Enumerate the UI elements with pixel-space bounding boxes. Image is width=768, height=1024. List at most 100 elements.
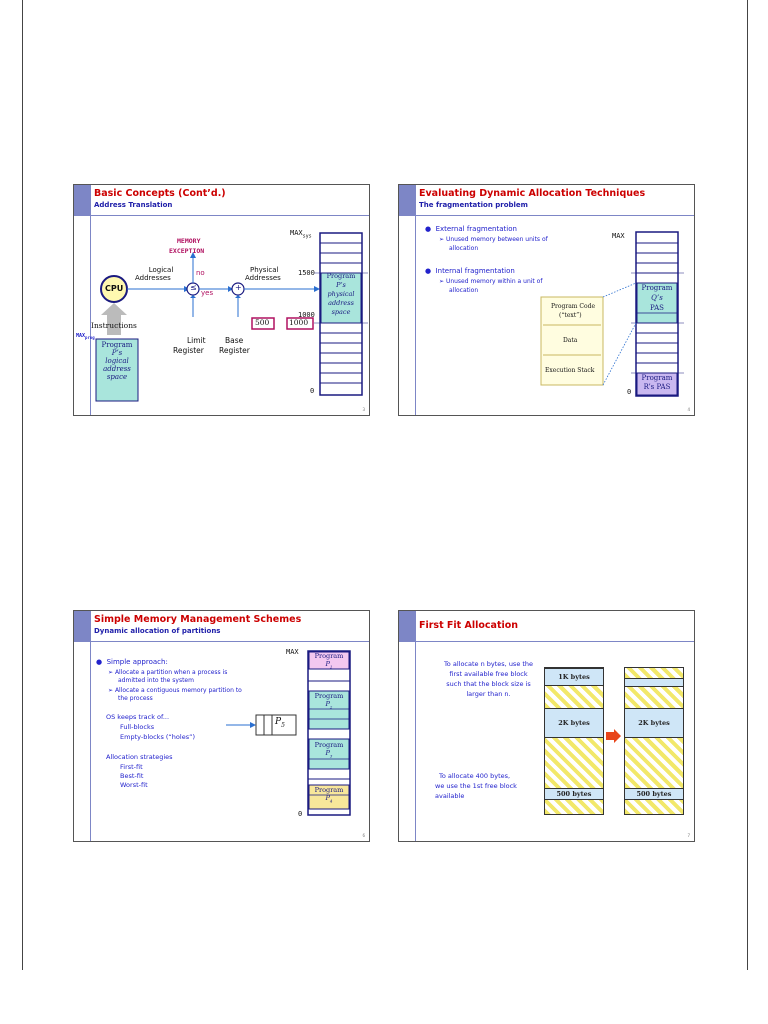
segment-program-code: Program Code <box>551 303 595 310</box>
max-sys-label: MAXsys <box>290 229 312 240</box>
p3-text: Program P3 <box>314 741 344 759</box>
strategy-worst-fit: Worst-fit <box>120 781 148 789</box>
p5-label: P5 <box>275 717 285 729</box>
zero-label: 0 <box>298 810 303 818</box>
program-p-logical-space <box>95 338 139 402</box>
addr-1500-label: 1500 <box>298 269 315 277</box>
slide-fragmentation: Evaluating Dynamic Allocation Techniques… <box>398 184 695 416</box>
sub-allocate-2b: the process <box>118 695 153 702</box>
internal-sub-2: allocation <box>449 287 479 294</box>
base-register-label-2: Register <box>219 346 250 355</box>
base-register-label-1: Base <box>225 336 244 345</box>
free-block-1-after <box>625 686 683 708</box>
strategy-first-fit: First-fit <box>120 763 143 771</box>
slide-page-number: 3 <box>362 407 365 412</box>
remaining-free-1 <box>625 668 683 678</box>
partition-p1 <box>308 651 350 670</box>
allocated-400-bytes <box>625 678 683 686</box>
max-prog-label: MAXprog <box>76 333 95 340</box>
free-block-1 <box>545 686 603 708</box>
strategy-best-fit: Best-fit <box>120 772 144 780</box>
sub-allocate-2a: ➢ Allocate a contiguous memory partition… <box>108 687 242 694</box>
yes-label: yes <box>201 289 214 297</box>
segment-box <box>540 296 604 386</box>
plus-symbol: + <box>235 283 242 292</box>
block-500-used: 500 bytes <box>545 788 603 800</box>
slide-subtitle: Dynamic allocation of partitions <box>94 627 221 635</box>
limit-register-value: 500 <box>255 318 270 327</box>
os-keeps-track: OS keeps track of... <box>106 713 170 721</box>
page-frame <box>22 0 748 970</box>
max-label: MAX <box>612 232 625 240</box>
empty-blocks: Empty-blocks (“holes”) <box>120 733 195 741</box>
grey-up-arrow <box>101 303 127 335</box>
logical-addresses-label-2: Addresses <box>135 274 171 282</box>
block-2k-used: 2K bytes <box>545 708 603 738</box>
slide-memory-schemes: Simple Memory Management Schemes Dynamic… <box>73 610 370 842</box>
partition-diagram <box>226 650 351 816</box>
full-blocks: Full-blocks <box>120 723 155 731</box>
p2-text: Program P2 <box>314 692 344 710</box>
memory-exception-label-2: EXCEPTION <box>169 247 205 255</box>
block-500-used-after: 500 bytes <box>625 788 683 800</box>
block-1k-used: 1K bytes <box>545 668 603 686</box>
slide-sidebar <box>74 185 91 415</box>
segment-text: (“text”) <box>559 312 582 319</box>
cpu-label: CPU <box>105 284 124 293</box>
addr-0-label: 0 <box>310 387 315 395</box>
program-p-physical-text: Program P’s physical address space <box>326 272 356 316</box>
base-register-value: 1000 <box>289 318 309 327</box>
slide-sidebar <box>399 611 416 841</box>
slide-sidebar <box>74 611 91 841</box>
partition-p2 <box>308 690 350 730</box>
slide-first-fit: First Fit Allocation To allocate n bytes… <box>398 610 695 842</box>
p5-queue <box>255 714 297 736</box>
program-q-pas <box>636 282 678 324</box>
slide-page-number: 7 <box>687 833 690 838</box>
slide-subtitle: Address Translation <box>94 201 173 209</box>
free-block-3 <box>545 800 603 814</box>
bullet-internal-fragmentation: ● Internal fragmentation <box>425 267 515 275</box>
slide-title: Simple Memory Management Schemes <box>94 614 302 625</box>
slide-page-number: 6 <box>362 833 365 838</box>
internal-sub-1: ➢ Unused memory within a unit of <box>439 278 543 285</box>
free-block-2-after <box>625 738 683 788</box>
external-sub-1: ➢ Unused memory between units of <box>439 236 548 243</box>
limit-register-label-1: Limit <box>187 336 206 345</box>
first-fit-description: To allocate n bytes, use the first avail… <box>443 660 534 698</box>
physical-addresses-label-2: Addresses <box>245 274 281 282</box>
max-label: MAX <box>286 648 299 656</box>
slide-title: Basic Concepts (Cont’d.) <box>94 188 226 199</box>
compare-symbol: ≤ <box>190 283 197 292</box>
memory-before: 1K bytes 2K bytes 500 bytes <box>544 667 604 815</box>
segment-data: Data <box>563 337 578 344</box>
p4-text: Program P4 <box>314 786 344 804</box>
logical-addresses-label-1: Logical <box>148 266 174 274</box>
fragmentation-diagram <box>540 231 684 397</box>
right-arrow-icon <box>606 729 621 743</box>
address-translation-diagram <box>95 232 368 402</box>
segment-execution-stack: Execution Stack <box>545 367 595 374</box>
slide-sidebar <box>399 185 416 415</box>
physical-addresses-label-1: Physical <box>250 266 279 274</box>
limit-register-label-2: Register <box>173 346 204 355</box>
slide-address-translation: Basic Concepts (Cont’d.) Address Transla… <box>73 184 370 416</box>
program-r-text: Program R’s PAS <box>641 374 673 391</box>
memory-after: 2K bytes 500 bytes <box>624 667 684 815</box>
no-label: no <box>196 269 205 277</box>
slide-title: Evaluating Dynamic Allocation Techniques <box>419 188 646 199</box>
p1-text: Program P1 <box>314 652 344 670</box>
memory-exception-label-1: MEMORY <box>177 237 201 245</box>
allocation-strategies: Allocation strategies <box>106 753 173 761</box>
addr-1000-label: 1000 <box>298 311 315 319</box>
program-q-text: Program Q’s PAS <box>641 284 673 312</box>
sub-allocate-1b: admitted into the system <box>118 677 194 684</box>
partition-p4 <box>308 784 350 810</box>
program-p-logical-text: Program P’s logical address space <box>101 341 133 381</box>
bullet-external-fragmentation: ● External fragmentation <box>425 225 517 233</box>
free-block-3-after <box>625 800 683 814</box>
free-block-2 <box>545 738 603 788</box>
slide-subtitle: The fragmentation problem <box>419 201 528 209</box>
instructions-label: Instructions <box>91 321 137 330</box>
slide-title: First Fit Allocation <box>419 620 519 631</box>
